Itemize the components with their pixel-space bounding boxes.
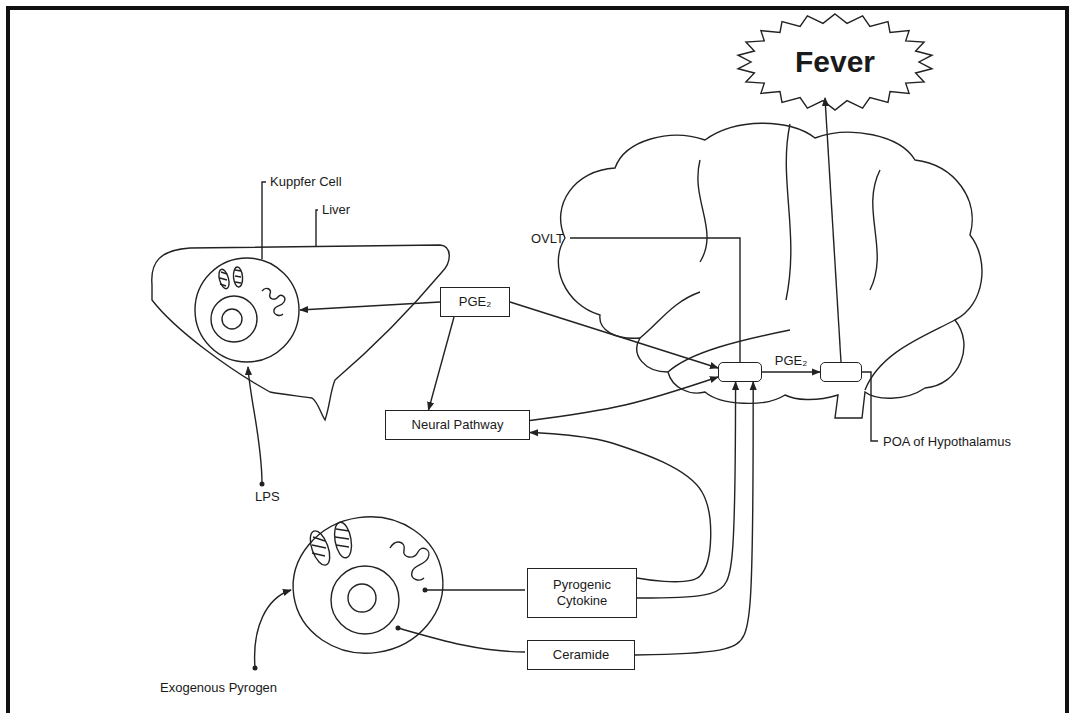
endoplasmic-reticulum (262, 288, 285, 315)
connector-arrow (530, 377, 718, 421)
connector-arrow (429, 317, 455, 410)
leader-line (862, 372, 878, 441)
mitochondrion (306, 528, 333, 567)
cell-nucleolus (348, 584, 376, 612)
kuppfer-cell: Kuppfer Cell (194, 257, 300, 363)
edge-label: PGE₂ (773, 353, 810, 369)
brain-sulcus (865, 320, 955, 390)
cell-nucleolus (222, 309, 242, 329)
liver-outline (150, 244, 455, 422)
stimulus-label: LPS (255, 489, 280, 505)
brain-sulcus (698, 160, 707, 262)
leader-line (316, 210, 318, 246)
brain-sulcus (640, 292, 700, 338)
cell-output-line (425, 589, 525, 590)
mediator-box: Ceramide (527, 640, 635, 670)
pyrogen-arrow (255, 590, 291, 668)
connector-arrow (762, 371, 820, 372)
origin-dot (260, 482, 265, 487)
connector-arrow (637, 382, 736, 598)
brain-region-box: POA of Hypothalamus (820, 362, 862, 382)
endoplasmic-reticulum (390, 542, 429, 580)
connector-group (300, 98, 841, 655)
brain-sulcus (870, 170, 880, 290)
origin-dot (423, 588, 428, 593)
stimulus-label: Exogenous Pyrogen (160, 680, 277, 696)
origin-dot (396, 626, 401, 631)
node-label: Kuppfer Cell (270, 174, 342, 190)
liver-outline (152, 245, 450, 420)
starburst-outline (738, 14, 932, 110)
node-label: Fever (795, 45, 875, 79)
node-label: Liver (322, 202, 350, 218)
frame (8, 8, 1067, 713)
connector-arrow (300, 302, 440, 310)
liver-organ: LiverKuppfer Cell (150, 244, 455, 422)
cell-outline (194, 257, 300, 363)
mitochondrion-cristae (220, 270, 241, 286)
brain-sulcus (786, 124, 791, 300)
cell-nucleus (331, 566, 399, 634)
connector-arrow (510, 302, 718, 368)
brain-outline (558, 123, 982, 418)
origin-dot (253, 666, 258, 671)
mediator-box: PGE₂ (440, 287, 510, 317)
node-label: Neural Pathway (412, 417, 504, 433)
connector-arrow (530, 433, 711, 582)
node-label: PGE₂ (459, 294, 492, 310)
mitochondrion (332, 521, 354, 559)
lps-arrow (248, 367, 262, 484)
immune-cell (284, 507, 451, 663)
mitochondrion-cristae (312, 529, 349, 556)
connector-arrow (825, 98, 841, 362)
node-label: POA of Hypothalamus (883, 434, 1011, 450)
fever-starburst: Fever (735, 12, 935, 112)
node-label: OVLT (531, 231, 564, 247)
cell-membrane (195, 258, 299, 362)
cell-nucleus (211, 296, 257, 342)
connector-arrow (635, 382, 753, 655)
brain-region-box: OVLT (718, 362, 762, 382)
node-label: Pyrogenic Cytokine (536, 577, 628, 609)
mediator-box: Pyrogenic Cytokine (527, 568, 637, 618)
cell-output-line (398, 628, 525, 652)
leader-line (570, 238, 740, 362)
node-label: Ceramide (553, 647, 609, 663)
process-box: Neural Pathway (385, 410, 530, 440)
